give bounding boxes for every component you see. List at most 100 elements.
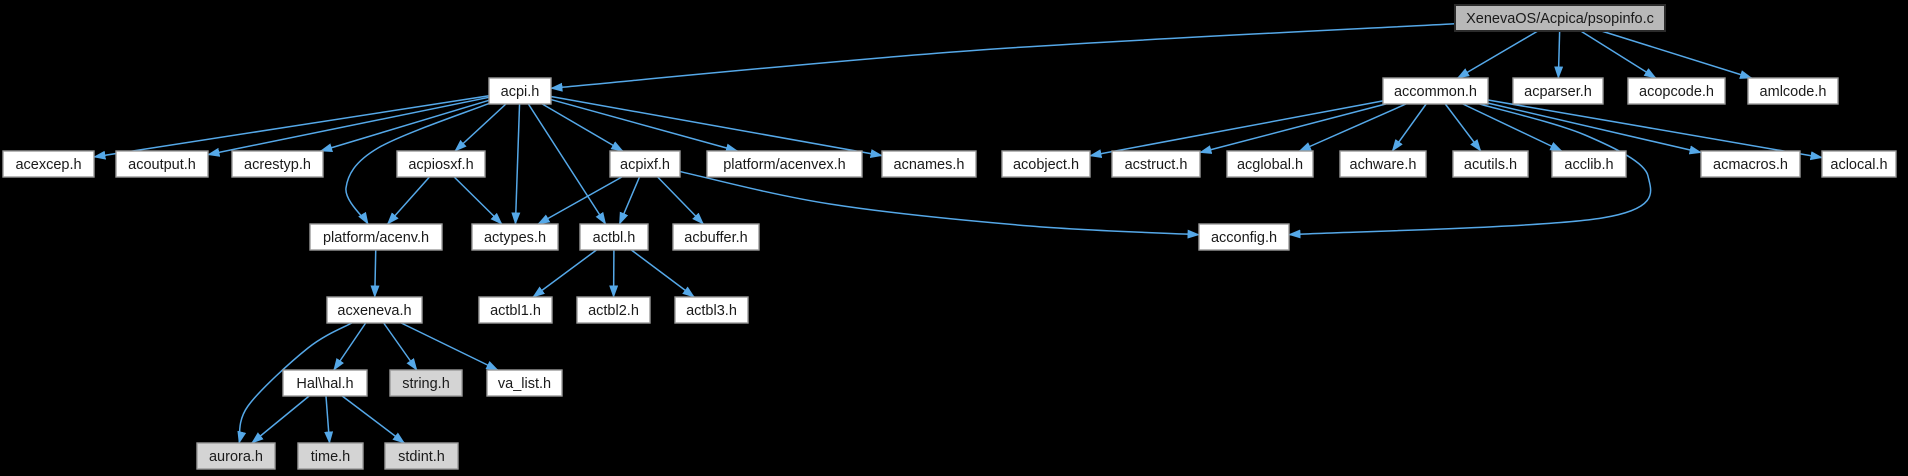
edge-accommon-to-acclib bbox=[1462, 103, 1563, 152]
node-label-string: string.h bbox=[402, 376, 450, 392]
node-acparser[interactable]: acparser.h bbox=[1512, 77, 1604, 105]
node-label-achware: achware.h bbox=[1350, 157, 1417, 173]
node-label-psopinfo: XenevaOS/Acpica/psopinfo.c bbox=[1466, 11, 1654, 27]
node-label-acbuffer: acbuffer.h bbox=[684, 230, 747, 246]
node-label-acclib: acclib.h bbox=[1564, 157, 1613, 173]
node-acutils[interactable]: acutils.h bbox=[1452, 150, 1529, 178]
node-accommon[interactable]: accommon.h bbox=[1382, 77, 1489, 105]
node-acbuffer[interactable]: acbuffer.h bbox=[672, 223, 760, 251]
node-box-acopcode bbox=[1627, 77, 1726, 105]
node-label-time: time.h bbox=[311, 449, 351, 465]
node-acglobal[interactable]: acglobal.h bbox=[1226, 150, 1314, 178]
node-acenv[interactable]: platform/acenv.h bbox=[309, 223, 443, 251]
edge-hal-to-time bbox=[324, 395, 334, 444]
node-box-time bbox=[297, 442, 364, 470]
edge-accommon-to-aclocal bbox=[1487, 99, 1823, 161]
edge-hal-to-stdint bbox=[341, 395, 406, 444]
node-box-aclocal bbox=[1821, 150, 1897, 178]
edge-acxeneva-to-aurora bbox=[237, 322, 353, 444]
node-label-acexcep: acexcep.h bbox=[15, 157, 81, 173]
node-box-acenv bbox=[309, 223, 443, 251]
edge-acpixf-to-actbl bbox=[618, 176, 641, 225]
node-va_list[interactable]: va_list.h bbox=[486, 369, 563, 397]
node-label-actbl: actbl.h bbox=[593, 230, 636, 246]
node-acpi[interactable]: acpi.h bbox=[488, 77, 552, 105]
node-acstruct[interactable]: acstruct.h bbox=[1111, 150, 1201, 178]
node-acconfig[interactable]: acconfig.h bbox=[1198, 223, 1290, 251]
node-box-acoutput bbox=[115, 150, 209, 178]
node-label-va_list: va_list.h bbox=[498, 376, 551, 392]
edge-psopinfo-to-accommon bbox=[1456, 30, 1539, 79]
edge-acenv-to-acxeneva bbox=[370, 249, 380, 298]
node-box-actbl2 bbox=[576, 296, 651, 324]
edge-accommon-to-acutils bbox=[1444, 103, 1482, 152]
node-hal[interactable]: Hal\hal.h bbox=[282, 369, 368, 397]
node-label-acoutput: acoutput.h bbox=[128, 157, 196, 173]
node-label-acobject: acobject.h bbox=[1013, 157, 1079, 173]
node-label-acenvex: platform/acenvex.h bbox=[723, 157, 846, 173]
edge-acpiosxf-to-acenv bbox=[386, 176, 430, 225]
node-label-stdint: stdint.h bbox=[398, 449, 445, 465]
node-acoutput[interactable]: acoutput.h bbox=[115, 150, 209, 178]
node-label-hal: Hal\hal.h bbox=[296, 376, 353, 392]
node-label-actypes: actypes.h bbox=[484, 230, 546, 246]
node-box-accommon bbox=[1382, 77, 1489, 105]
node-box-actbl bbox=[579, 223, 649, 251]
node-box-acenvex bbox=[706, 150, 863, 178]
edge-acxeneva-to-hal bbox=[333, 322, 367, 371]
node-amlcode[interactable]: amlcode.h bbox=[1747, 77, 1839, 105]
node-box-acstruct bbox=[1111, 150, 1201, 178]
node-acclib[interactable]: acclib.h bbox=[1551, 150, 1627, 178]
node-acxeneva[interactable]: acxeneva.h bbox=[326, 296, 423, 324]
nodes: XenevaOS/Acpica/psopinfo.c acpi.h accommon… bbox=[2, 4, 1897, 470]
node-box-acglobal bbox=[1226, 150, 1314, 178]
node-actbl[interactable]: actbl.h bbox=[579, 223, 649, 251]
node-acnames[interactable]: acnames.h bbox=[881, 150, 977, 178]
node-label-acnames: acnames.h bbox=[894, 157, 965, 173]
node-box-acxeneva bbox=[326, 296, 423, 324]
node-label-amlcode: amlcode.h bbox=[1760, 84, 1827, 100]
edge-acpi-to-acpixf bbox=[541, 103, 624, 152]
node-acpixf[interactable]: acpixf.h bbox=[609, 150, 681, 178]
edge-accommon-to-acstruct bbox=[1199, 103, 1386, 154]
node-label-acstruct: acstruct.h bbox=[1125, 157, 1188, 173]
node-acrestyp[interactable]: acrestyp.h bbox=[231, 150, 324, 178]
node-acenvex[interactable]: platform/acenvex.h bbox=[706, 150, 863, 178]
node-acopcode[interactable]: acopcode.h bbox=[1627, 77, 1726, 105]
node-actbl1[interactable]: actbl1.h bbox=[478, 296, 553, 324]
node-box-acexcep bbox=[2, 150, 95, 178]
node-box-psopinfo bbox=[1454, 4, 1666, 32]
node-actbl2[interactable]: actbl2.h bbox=[576, 296, 651, 324]
node-label-acrestyp: acrestyp.h bbox=[244, 157, 311, 173]
node-actbl3[interactable]: actbl3.h bbox=[674, 296, 749, 324]
node-box-acmacros bbox=[1700, 150, 1801, 178]
edge-acpi-to-acexcep bbox=[93, 95, 490, 160]
node-box-va_list bbox=[486, 369, 563, 397]
edge-actbl-to-actbl3 bbox=[630, 249, 695, 298]
edge-psopinfo-to-acopcode bbox=[1580, 30, 1657, 79]
node-label-aclocal: aclocal.h bbox=[1830, 157, 1887, 173]
node-box-acobject bbox=[1001, 150, 1091, 178]
node-label-acpixf: acpixf.h bbox=[620, 157, 670, 173]
node-acexcep[interactable]: acexcep.h bbox=[2, 150, 95, 178]
node-box-acbuffer bbox=[672, 223, 760, 251]
node-aclocal[interactable]: aclocal.h bbox=[1821, 150, 1897, 178]
node-acmacros[interactable]: acmacros.h bbox=[1700, 150, 1801, 178]
node-acpiosxf[interactable]: acpiosxf.h bbox=[396, 150, 486, 178]
node-label-acconfig: acconfig.h bbox=[1211, 230, 1277, 246]
edge-acxeneva-to-string bbox=[383, 322, 418, 371]
node-box-string bbox=[389, 369, 463, 397]
node-box-amlcode bbox=[1747, 77, 1839, 105]
node-box-achware bbox=[1339, 150, 1427, 178]
edge-accommon-to-acmacros bbox=[1487, 102, 1702, 155]
node-achware[interactable]: achware.h bbox=[1339, 150, 1427, 178]
node-actypes[interactable]: actypes.h bbox=[471, 223, 559, 251]
edge-accommon-to-acconfig bbox=[1288, 103, 1652, 239]
node-box-acclib bbox=[1551, 150, 1627, 178]
edge-psopinfo-to-acparser bbox=[1554, 30, 1564, 79]
edge-psopinfo-to-amlcode bbox=[1601, 30, 1753, 79]
node-acobject[interactable]: acobject.h bbox=[1001, 150, 1091, 178]
edge-acpi-to-acoutput bbox=[207, 96, 490, 157]
edge-acpixf-to-actypes bbox=[537, 176, 623, 225]
